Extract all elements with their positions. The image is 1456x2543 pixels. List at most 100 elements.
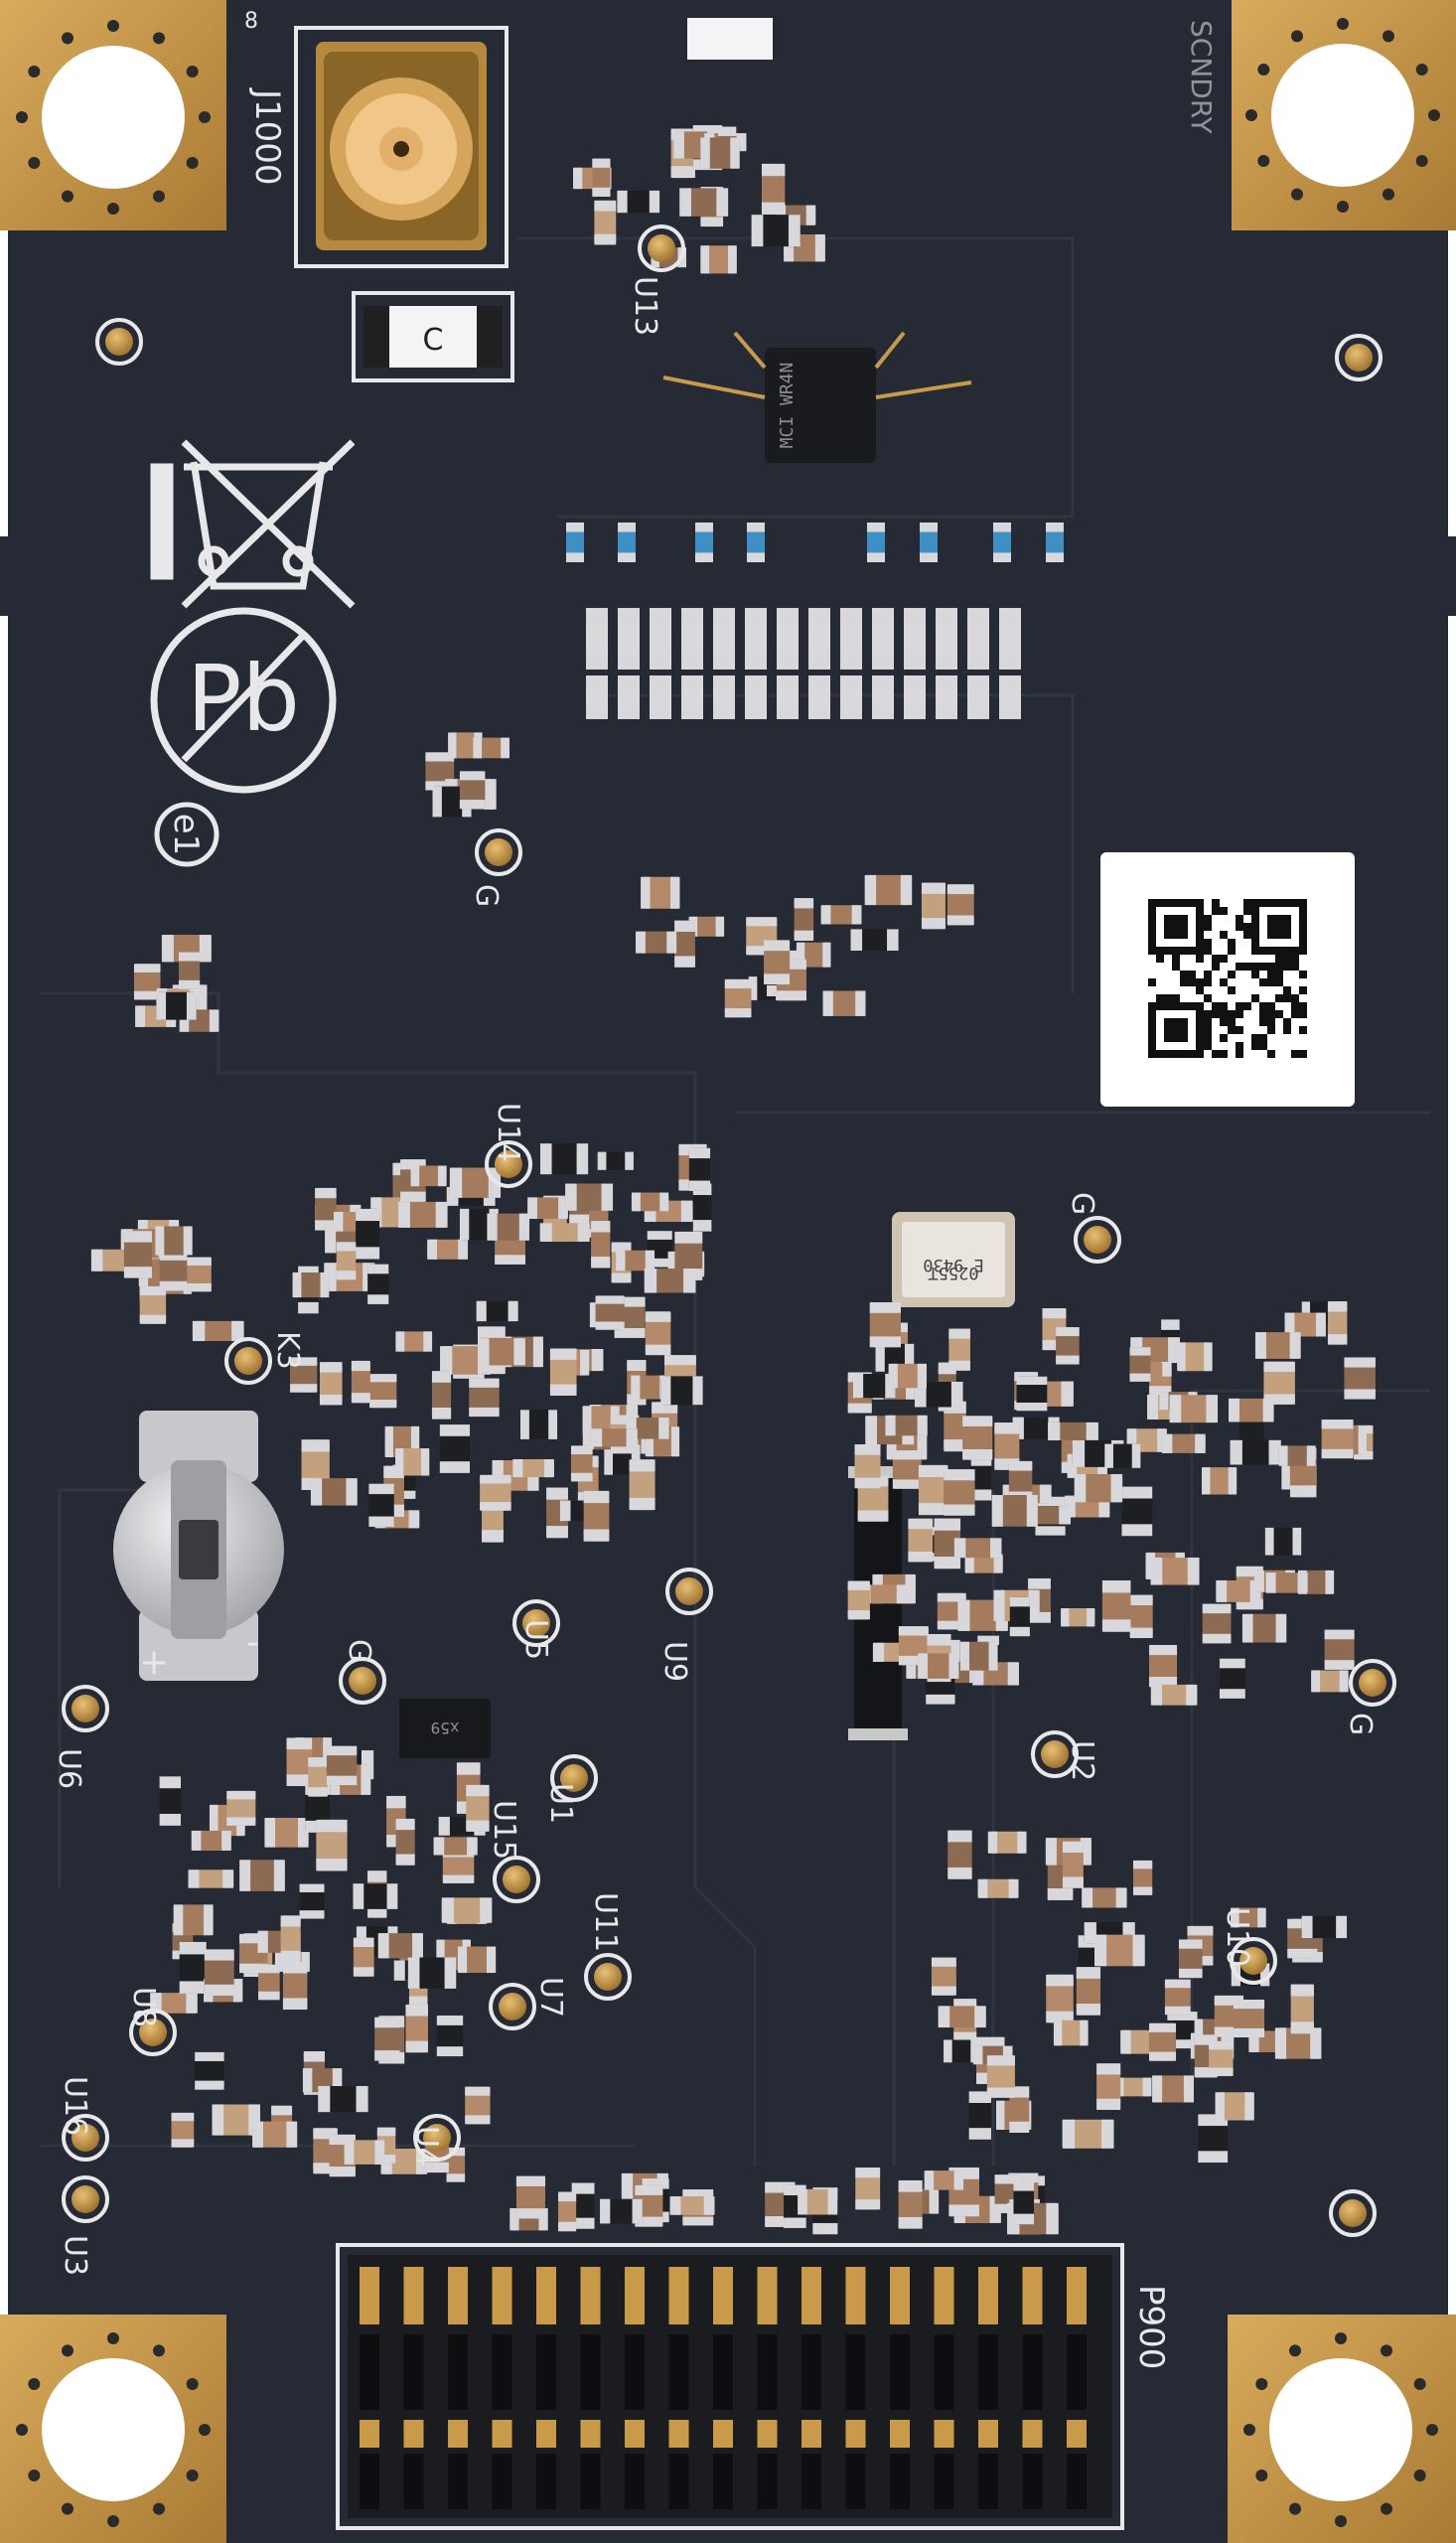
test-pad-ring [339,1657,386,1705]
test-pad [105,328,133,356]
test-pad [522,1609,550,1637]
passive-component [934,1518,961,1570]
qr-module [1267,1026,1275,1034]
passive-component [674,920,695,968]
qr-module [1299,931,1307,939]
passive-component [571,2182,595,2229]
header-pin [1022,2420,1043,2448]
qr-module [1212,899,1220,907]
qr-module [1164,994,1172,1002]
via [1426,2424,1438,2436]
passive-component [854,1444,881,1489]
passive-component [592,158,611,198]
passive-component [618,523,636,562]
header-pin [757,2454,778,2509]
passive-component [280,1915,301,1962]
passive-component [290,1357,318,1393]
test-pad [349,1667,376,1695]
passive-component [641,876,680,909]
qr-module [1220,907,1228,915]
header-pin [978,2267,998,2324]
test-pad [503,1866,530,1893]
header-pin [536,2334,556,2410]
passive-component [636,931,677,954]
test-pad-ring [584,1953,632,2001]
passive-component [171,2112,195,2148]
via [1383,30,1394,43]
test-pad [1084,1226,1111,1254]
passive-component [931,1957,956,1996]
component-ref-label: U4 [409,2126,444,2167]
via [153,2344,165,2357]
qr-module [1275,915,1283,923]
qr-module [1180,899,1188,907]
passive-component [308,1757,328,1797]
qr-module [1148,1034,1156,1042]
qr-module [1172,931,1180,939]
via [1383,188,1394,201]
qr-module [1220,1050,1228,1058]
passive-component [539,1143,589,1175]
passive-component [1129,1594,1153,1639]
qr-module [1267,1010,1275,1018]
passive-component [962,1416,993,1460]
qr-module [1212,1050,1220,1058]
component-ref-label: G [469,884,504,907]
passive-component [1076,1967,1101,2016]
passive-component [316,1819,348,1871]
passive-component [1148,2022,1177,2061]
passive-component [179,1941,207,1994]
passive-component [898,2179,923,2229]
qr-module [1267,1050,1275,1058]
qr-module [1156,1002,1164,1010]
qr-module [1299,986,1307,994]
test-pad [594,1963,622,1991]
qr-module [1196,915,1204,923]
passive-component [586,608,608,670]
component-ref-label: U6 [52,1748,86,1789]
header-pin [934,2267,954,2324]
passive-component [586,675,608,719]
qr-module [1196,907,1204,915]
passive-component [600,2198,643,2224]
passive-component [994,1422,1020,1470]
passive-component [159,1776,182,1826]
passive-component [644,1268,696,1293]
header-pin [801,2420,821,2448]
qr-module [1291,899,1299,907]
qr-module [1291,947,1299,955]
mounting-pad-bottom-right [1228,2315,1456,2543]
qr-module [1180,978,1188,986]
qr-module [1148,1050,1156,1058]
passive-component [367,1264,389,1304]
passive-component [310,1478,358,1506]
qr-module [1164,915,1172,923]
via [1291,188,1303,201]
passive-component [820,905,862,925]
header-pin [448,2267,468,2324]
qr-module [1172,899,1180,907]
qr-module [1236,1042,1243,1050]
qr-module [1275,947,1283,955]
test-pad-ring [1031,1730,1079,1778]
header-pin [492,2420,512,2448]
qr-module [1283,955,1291,963]
passive-component [1009,2086,1030,2133]
passive-component [156,991,197,1020]
passive-component [192,1320,244,1342]
test-pad-ring [475,828,522,876]
qr-module [1275,955,1283,963]
header-pin [625,2334,645,2410]
qr-module [1180,1026,1188,1034]
svg-text:C: C [423,323,444,358]
test-pad-ring [224,1337,272,1385]
component-ref-label: K3 [270,1331,305,1370]
qr-module [1196,939,1204,947]
passive-component [226,1790,256,1826]
qr-module [1267,931,1275,939]
qr-module [1164,923,1172,931]
passive-component [1215,2092,1254,2121]
test-pad-ring [489,1983,536,2030]
